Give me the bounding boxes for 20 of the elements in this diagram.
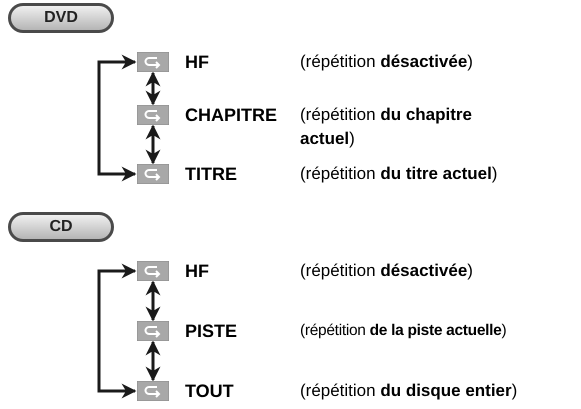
mode-label: TITRE (185, 163, 237, 186)
mode-description: (répétition du titre actuel) (300, 163, 498, 185)
mode-description: (répétition du disque entier) (300, 380, 518, 402)
mode-description: (répétition de la piste actuelle) (300, 321, 508, 341)
arrow (98, 54, 136, 182)
mode-description: (répétition désactivée) (300, 260, 474, 282)
mode-label: PISTE (185, 320, 238, 343)
mode-tab: DVD (8, 3, 114, 33)
mode-label: HF (185, 260, 209, 283)
mode-label: HF (185, 51, 209, 74)
arrow (146, 72, 160, 106)
arrow (146, 340, 160, 382)
mode-label: TOUT (185, 380, 234, 403)
mode-description: (répétition désactivée) (300, 51, 474, 73)
arrow (146, 280, 160, 322)
mode-description: (répétition du chapitre actuel) (300, 104, 473, 150)
arrow (98, 264, 136, 398)
mode-label: CHAPITRE (185, 104, 278, 127)
mode-tab: CD (8, 212, 114, 242)
arrow (146, 124, 160, 164)
